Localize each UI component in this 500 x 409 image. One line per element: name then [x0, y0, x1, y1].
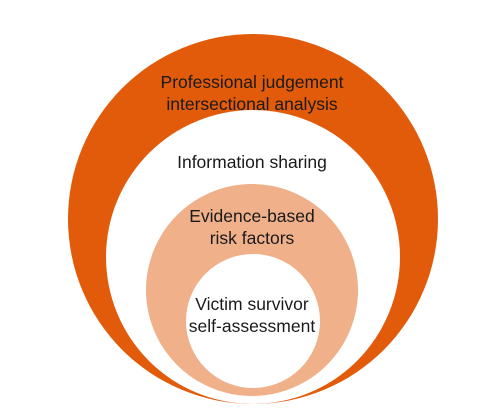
- label-evidence-based-line2: risk factors: [210, 228, 295, 248]
- label-information-sharing: Information sharing: [177, 152, 327, 172]
- label-victim-survivor-line2: self-assessment: [189, 316, 316, 336]
- label-professional-judgement-line2: intersectional analysis: [166, 94, 337, 114]
- inner-circle-victim-survivor: [186, 254, 320, 388]
- label-evidence-based-line1: Evidence-based: [189, 206, 315, 226]
- label-professional-judgement-line1: Professional judgement: [161, 72, 344, 92]
- label-victim-survivor-line1: Victim survivor: [195, 294, 309, 314]
